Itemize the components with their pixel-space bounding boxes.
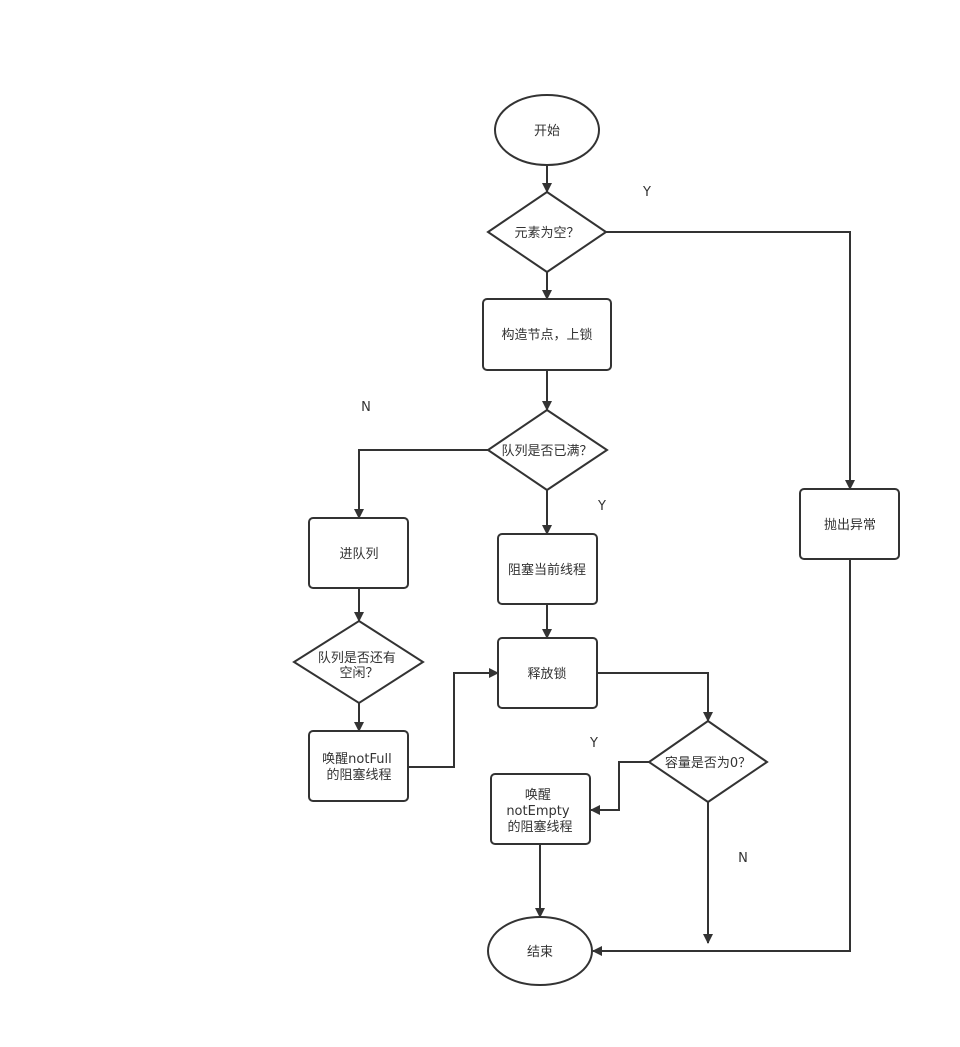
node-block-current: 阻塞当前线程 (497, 533, 598, 605)
is-empty-diamond (486, 190, 608, 274)
enqueue-label: 进队列 (339, 547, 378, 562)
edge-is-empty-to-throw (606, 231, 855, 490)
node-release-lock: 释放锁 (497, 637, 598, 709)
wake-notfull-label: 唤醒notFull 的阻塞线程 (322, 752, 396, 783)
edge-throw-to-end (592, 559, 851, 956)
label-empty-yes: Y (642, 185, 651, 200)
edges-layer (354, 165, 855, 956)
end-ellipse (487, 916, 593, 986)
end-label: 结束 (527, 945, 553, 960)
node-enqueue: 进队列 (308, 517, 409, 589)
node-build-lock: 构造节点，上锁 (482, 298, 612, 371)
wake-notfull-line-2: 的阻塞线程 (326, 767, 391, 783)
node-throw: 抛出异常 (799, 488, 900, 560)
start-ellipse (494, 94, 600, 166)
label-zero-yes: Y (589, 736, 598, 751)
block-current-label: 阻塞当前线程 (508, 562, 586, 578)
is-zero-diamond (647, 719, 769, 804)
node-wake-notempty: 唤醒 notEmpty 的阻塞线程 (490, 773, 591, 845)
wake-notempty-rect (490, 773, 591, 845)
edge-is-full-to-enqueue (354, 449, 488, 519)
is-full-label: 队列是否已满？ (501, 444, 592, 459)
build-lock-label: 构造节点，上锁 (501, 327, 592, 343)
edge-is-zero-to-wake-notempty (590, 761, 649, 815)
throw-rect (799, 488, 900, 560)
edge-labels-layer: Y N Y Y N (361, 185, 748, 866)
start-label: 开始 (534, 124, 560, 139)
enqueue-rect (308, 517, 409, 589)
node-end: 结束 (487, 916, 593, 986)
label-full-no: N (361, 400, 371, 415)
still-free-label: 队列是否还有 空闲？ (318, 651, 400, 681)
build-lock-rect (482, 298, 612, 371)
wake-notempty-label: 唤醒 notEmpty 的阻塞线程 (506, 788, 573, 835)
block-current-rect (497, 533, 598, 605)
throw-label: 抛出异常 (824, 518, 876, 533)
node-start: 开始 (494, 94, 600, 166)
still-free-line-1: 队列是否还有 (318, 651, 396, 666)
is-full-diamond (486, 408, 609, 492)
release-lock-label: 释放锁 (527, 666, 566, 682)
edge-wake-notfull-to-release-lock (409, 668, 499, 768)
release-lock-rect (497, 637, 598, 709)
node-is-zero: 容量是否为0？ (647, 719, 769, 804)
label-full-yes: Y (597, 499, 606, 514)
label-zero-no: N (738, 851, 748, 866)
wake-notempty-line-3: 的阻塞线程 (507, 819, 572, 835)
node-wake-notfull: 唤醒notFull 的阻塞线程 (308, 730, 409, 802)
wake-notfull-line-1: 唤醒notFull (322, 752, 392, 767)
edge-release-lock-to-is-zero (597, 672, 713, 722)
still-free-line-2: 空闲？ (339, 666, 378, 681)
wake-notempty-line-2: notEmpty (506, 804, 570, 819)
is-zero-label: 容量是否为0？ (665, 755, 751, 771)
is-empty-label: 元素为空？ (514, 226, 579, 241)
nodes-layer: 开始 元素为空？ 构造节点，上锁 队列是否已满？ 抛出异常 进队列 (292, 94, 900, 986)
node-still-free: 队列是否还有 空闲？ (292, 619, 425, 705)
still-free-diamond (292, 619, 425, 705)
wake-notfull-rect (308, 730, 409, 802)
node-is-full: 队列是否已满？ (486, 408, 609, 492)
wake-notempty-line-1: 唤醒 (525, 788, 551, 803)
node-is-empty: 元素为空？ (486, 190, 608, 274)
